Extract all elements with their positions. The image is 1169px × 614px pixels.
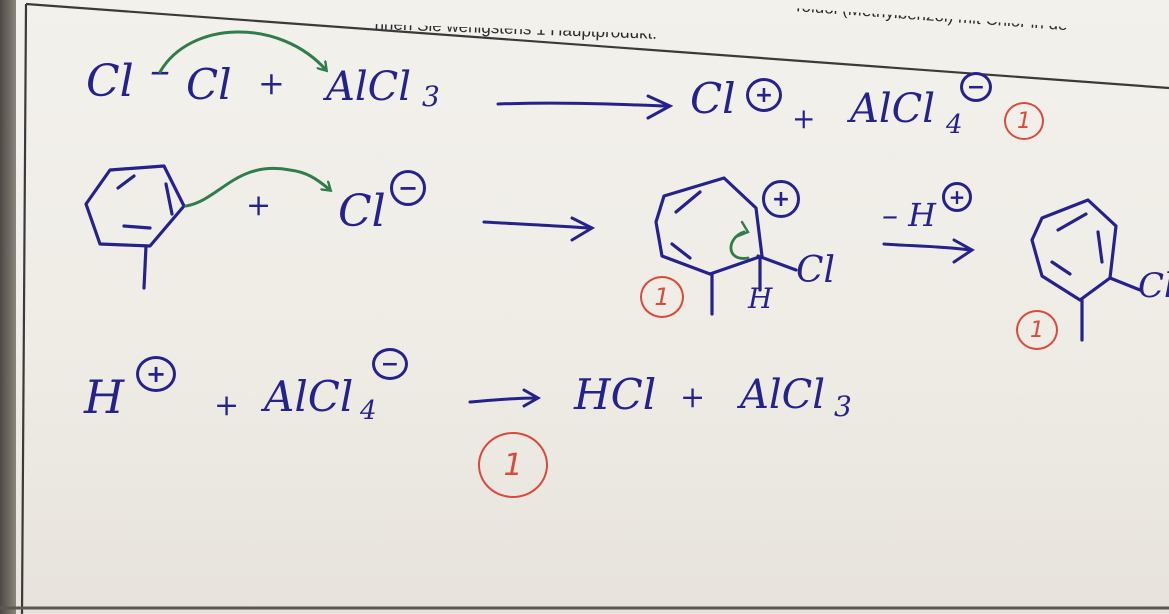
r2-curved-arrow-icon [184,166,330,208]
r1-curved-arrow-icon [158,30,326,74]
r1-chlorine-left: Cl [86,56,134,107]
r2-proton-loss-label: – H [882,196,937,234]
r3-hydrogen-chloride: HCl [574,370,657,419]
r3-aluminium-chloride: AlCl [740,372,826,418]
r1-plus-2: + [792,102,816,135]
r3-proton: H [84,370,125,424]
r2-product-score-circle: 1 [1016,310,1058,350]
r1-plus: + [258,64,285,102]
r1-tetrachloroaluminate-subscript: 4 [946,110,963,140]
r1-minus-charge: − [960,72,992,102]
r2-electrophile-charge: − [390,170,426,206]
r2-reaction-arrow-icon [482,216,596,242]
r3-tetrachloroaluminate-charge: − [372,348,408,380]
r1-plus-charge: + [746,78,782,112]
r3-plus-2: + [680,380,706,415]
r1-reaction-arrow-icon [496,94,674,120]
r2-sigma-complex-ring-icon [654,176,798,316]
r2-proton-loss-charge: + [942,182,972,212]
r2-sigma-complex-charge: + [762,180,800,218]
r3-aluminium-chloride-subscript: 3 [834,390,852,423]
r1-aluminium-chloride-subscript: 3 [422,80,440,113]
r1-chlorine-right: Cl [186,60,232,109]
r2-product-chlorine: Cl [1138,266,1169,306]
r2-product-ring-icon [1030,198,1142,342]
r2-intermediate-chlorine: Cl [796,250,836,291]
r2-chlorine-cation: Cl [338,186,386,237]
r3-reaction-arrow-icon [468,388,542,408]
r3-proton-charge: + [136,356,176,392]
r3-plus: + [214,388,240,423]
r3-tetrachloroaluminate: AlCl [264,372,354,421]
r2-intermediate-score-circle: 1 [640,276,684,318]
r2-plus: + [246,188,272,223]
r2-toluene-ring-icon [84,164,186,290]
r1-aluminium-chloride: AlCl [326,64,412,110]
page-edge-shadow [0,0,16,614]
r1-chlorine-cation: Cl [690,74,736,123]
r2-deprotonation-arrow-icon [882,238,975,264]
r3-tetrachloroaluminate-subscript: 4 [360,396,377,426]
r1-score-circle: 1 [1004,102,1044,140]
r3-score-circle: 1 [478,432,548,498]
r1-tetrachloroaluminate: AlCl [850,86,936,132]
